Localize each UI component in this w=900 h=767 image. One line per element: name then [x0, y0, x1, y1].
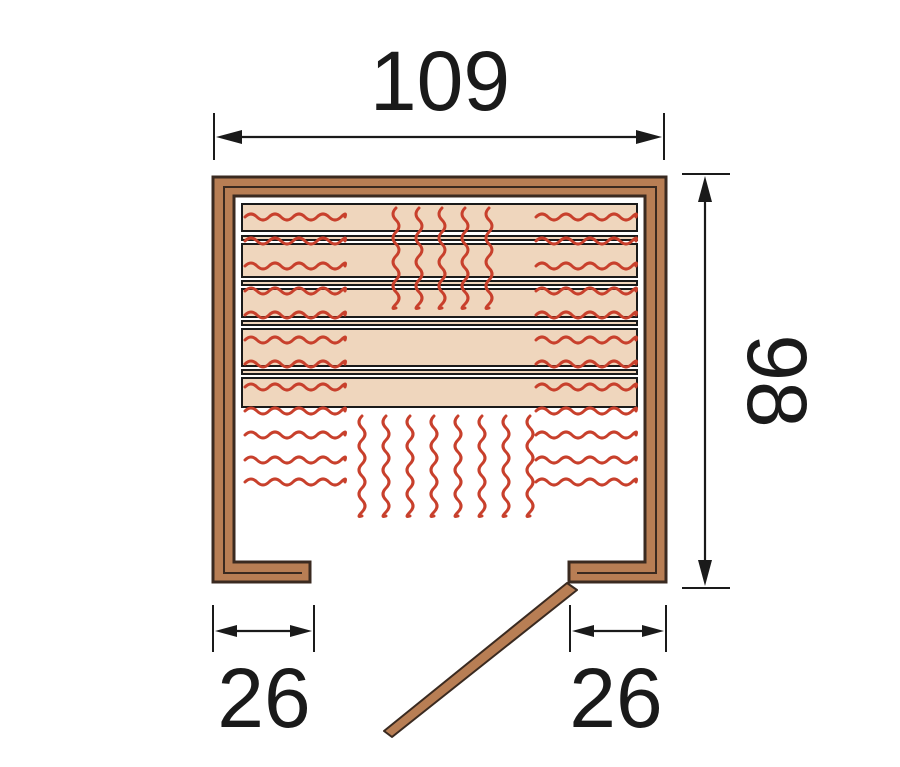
door-panel: [383, 582, 578, 738]
heat-waves-top-center: [391, 206, 494, 310]
heat-wave-line: [381, 414, 391, 518]
heat-wave-line: [357, 414, 367, 518]
heat-wave-line: [534, 286, 638, 296]
depth-arrowhead-bottom: [698, 560, 712, 586]
heat-wave-line: [477, 414, 487, 518]
heat-wave-line: [243, 236, 347, 246]
heat-wave-line: [429, 414, 439, 518]
heat-wave-line: [243, 455, 347, 465]
heat-wave-line: [534, 477, 638, 487]
heat-wave-line: [534, 261, 638, 271]
right-offset-label: 26: [569, 651, 662, 745]
heat-wave-line: [525, 414, 535, 518]
heat-wave-line: [534, 430, 638, 440]
heat-waves-left: [243, 212, 347, 487]
width-arrowhead-right: [636, 130, 662, 144]
heat-wave-line: [243, 359, 347, 369]
depth-dimension: 98: [682, 173, 824, 589]
left-offset-arrowhead-left: [215, 625, 237, 637]
heat-wave-line: [243, 286, 347, 296]
heat-wave-line: [534, 455, 638, 465]
heat-waves-right: [534, 212, 638, 487]
heat-wave-line: [534, 236, 638, 246]
right-offset-dimension: 26: [569, 605, 667, 745]
heat-wave-line: [243, 261, 347, 271]
heat-wave-line: [534, 335, 638, 345]
width-label: 109: [370, 34, 510, 128]
heat-wave-line: [243, 477, 347, 487]
sauna-walls: [211, 175, 668, 584]
bench-slat: [241, 328, 638, 367]
heat-wave-line: [414, 206, 424, 310]
bench-slat-thin: [241, 369, 638, 375]
depth-label: 98: [730, 334, 824, 427]
width-arrowhead-left: [216, 130, 242, 144]
heat-wave-line: [243, 406, 347, 416]
wall-inner-line: [223, 186, 657, 574]
heat-wave-line: [243, 335, 347, 345]
heat-waves-bottom-center: [357, 414, 535, 518]
bench-slat: [241, 377, 638, 408]
heat-wave-line: [243, 430, 347, 440]
heat-wave-line: [437, 206, 447, 310]
bench-slat-thin: [241, 320, 638, 326]
right-offset-arrowhead-right: [642, 625, 664, 637]
heat-wave-line: [534, 359, 638, 369]
heat-wave-line: [453, 414, 463, 518]
door: [383, 582, 578, 738]
left-offset-arrowhead-right: [290, 625, 312, 637]
right-offset-arrowhead-left: [572, 625, 594, 637]
heat-wave-line: [460, 206, 470, 310]
heat-wave-line: [501, 414, 511, 518]
width-dimension: 109: [213, 34, 665, 160]
left-offset-label: 26: [217, 651, 310, 745]
heat-wave-line: [534, 212, 638, 222]
heat-wave-line: [243, 382, 347, 392]
heat-wave-line: [405, 414, 415, 518]
heat-wave-line: [534, 310, 638, 320]
wall-outline: [211, 175, 668, 584]
heat-wave-line: [243, 310, 347, 320]
heat-wave-line: [484, 206, 494, 310]
heat-wave-line: [534, 382, 638, 392]
heat-wave-line: [391, 206, 401, 310]
left-offset-dimension: 26: [212, 605, 315, 745]
heat-wave-line: [534, 406, 638, 416]
heat-wave-line: [243, 212, 347, 222]
depth-arrowhead-top: [698, 176, 712, 202]
